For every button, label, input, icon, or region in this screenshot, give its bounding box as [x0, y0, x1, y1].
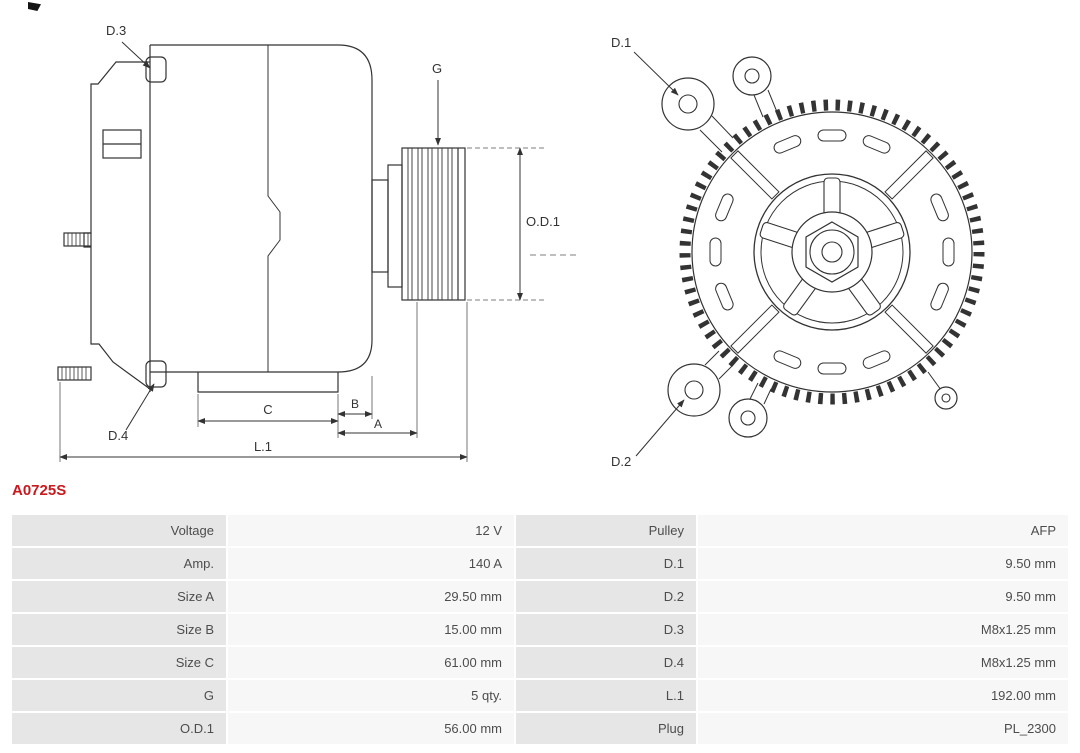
dim-label-d1: D.1 [611, 35, 631, 50]
spec-value: 5 qty. [228, 680, 514, 711]
spec-value: 12 V [228, 515, 514, 546]
spec-value: AFP [698, 515, 1068, 546]
spec-label: D.1 [516, 548, 696, 579]
spec-label: Voltage [12, 515, 226, 546]
alternator-front-view: D.1 D.2 [611, 35, 985, 469]
spec-label: Plug [516, 713, 696, 744]
spec-label: Pulley [516, 515, 696, 546]
spec-label: D.4 [516, 647, 696, 678]
corner-mark [28, 2, 41, 11]
dim-label-c: C [263, 402, 272, 417]
bolt-channels [730, 150, 934, 354]
dim-label-b: B [351, 397, 359, 411]
spec-value: PL_2300 [698, 713, 1068, 744]
vent-louvers [709, 129, 955, 375]
ear-holes [678, 68, 951, 426]
mount-lug-bottom [145, 360, 167, 388]
alternator-side-view: D.3 G O.D.1 B C A L.1 D.4 [57, 23, 580, 462]
dim-label-d3: D.3 [106, 23, 126, 38]
spec-label: Amp. [12, 548, 226, 579]
spec-label: L.1 [516, 680, 696, 711]
table-row: Size C 61.00 mm D.4 M8x1.25 mm [12, 647, 1068, 678]
dim-label-d2: D.2 [611, 454, 631, 469]
mount-lug-top [145, 56, 167, 83]
spec-label: D.3 [516, 614, 696, 645]
table-row: Size A 29.50 mm D.2 9.50 mm [12, 581, 1068, 612]
pulley-side [401, 147, 466, 301]
pulley-front [753, 173, 911, 331]
spec-label: D.2 [516, 581, 696, 612]
front-leaders [633, 51, 685, 457]
spec-value: 9.50 mm [698, 581, 1068, 612]
dim-label-a: A [374, 417, 382, 431]
spec-value: M8x1.25 mm [698, 614, 1068, 645]
table-row: Size B 15.00 mm D.3 M8x1.25 mm [12, 614, 1068, 645]
side-view-housing [57, 44, 466, 393]
spec-value: 61.00 mm [228, 647, 514, 678]
spec-label: Size C [12, 647, 226, 678]
spec-value: 9.50 mm [698, 548, 1068, 579]
ribbed-rim [679, 99, 985, 405]
dim-label-l1: L.1 [254, 439, 272, 454]
part-number: A0725S [12, 482, 67, 499]
spec-value: 56.00 mm [228, 713, 514, 744]
dim-label-d4: D.4 [108, 428, 128, 443]
leader-lines [121, 41, 442, 431]
spec-label: Size A [12, 581, 226, 612]
spec-value: M8x1.25 mm [698, 647, 1068, 678]
table-row: G 5 qty. L.1 192.00 mm [12, 680, 1068, 711]
spec-value: 140 A [228, 548, 514, 579]
spec-table: Voltage 12 V Pulley AFP Amp. 140 A D.1 9… [10, 513, 1070, 746]
spec-label: Size B [12, 614, 226, 645]
spec-label: O.D.1 [12, 713, 226, 744]
table-row: O.D.1 56.00 mm Plug PL_2300 [12, 713, 1068, 744]
table-row: Voltage 12 V Pulley AFP [12, 515, 1068, 546]
shaft-nut-hex [805, 221, 859, 283]
dim-label-od1: O.D.1 [526, 214, 560, 229]
spec-value: 192.00 mm [698, 680, 1068, 711]
threaded-stud [57, 232, 92, 381]
ear-connectors [699, 89, 942, 405]
spec-label: G [12, 680, 226, 711]
spec-value: 29.50 mm [228, 581, 514, 612]
extension-lines [59, 147, 580, 462]
technical-drawing: D.3 G O.D.1 B C A L.1 D.4 [57, 23, 985, 469]
dimension-lines [59, 147, 524, 461]
table-row: Amp. 140 A D.1 9.50 mm [12, 548, 1068, 579]
spec-value: 15.00 mm [228, 614, 514, 645]
dim-label-g: G [432, 61, 442, 76]
